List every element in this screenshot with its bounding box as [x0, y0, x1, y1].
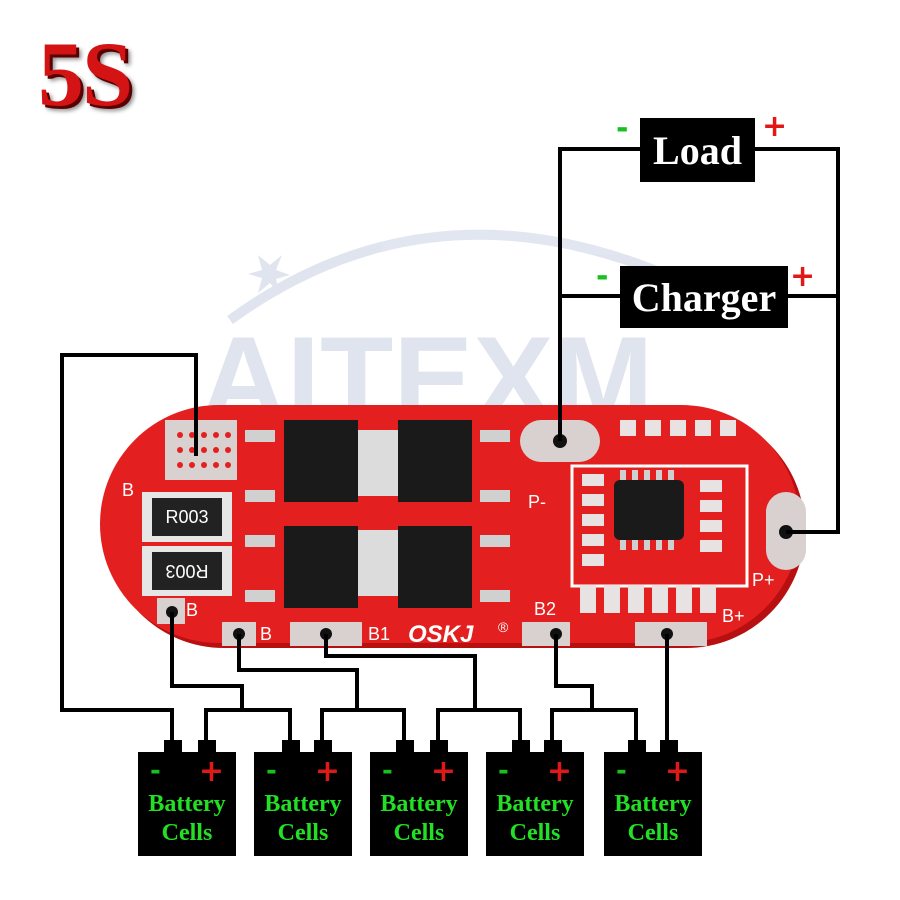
label-b-plus: B+: [722, 606, 745, 626]
load-label: Load: [653, 127, 742, 173]
resistor-bottom-label: R003: [165, 561, 208, 581]
pcb-board: R003 R003: [100, 405, 806, 648]
wire-b-to-cell1-minus: [60, 353, 198, 752]
wire-pad-b1: [324, 634, 477, 710]
wire-pad-b: [237, 634, 359, 710]
cell-plus-sign: +: [314, 754, 340, 789]
cell-minus-sign: -: [150, 756, 161, 786]
label-b1: B1: [368, 624, 390, 644]
wire-cell4-plus-cell5-minus: [550, 708, 638, 752]
label-b2: B2: [534, 599, 556, 619]
cell-minus-sign: -: [266, 756, 277, 786]
wire-cell2-plus-cell3-minus: [320, 708, 406, 752]
cell-plus-sign: +: [664, 754, 690, 789]
label-b-bottom: B: [260, 624, 272, 644]
charger-label: Charger: [631, 274, 777, 320]
load-minus-sign: -: [616, 111, 629, 146]
charger-minus-sign: -: [596, 259, 609, 294]
cell-minus-sign: -: [382, 756, 393, 786]
label-p-plus: P+: [752, 570, 775, 590]
wires: [60, 147, 840, 752]
mosfet-2: [398, 420, 472, 502]
load-box: Load: [640, 118, 755, 182]
registered-mark: ®: [498, 619, 509, 635]
wire-load-plus: [755, 147, 840, 534]
label-b-left: B: [186, 600, 198, 620]
wire-pad-b-left: [170, 612, 244, 710]
page-title: 5S: [38, 23, 133, 125]
mosfet-1: [284, 420, 358, 502]
mosfet-3: [284, 526, 358, 608]
brand-logo: OSKJ: [408, 621, 474, 648]
wire-cell3-plus-cell4-minus: [436, 708, 522, 752]
cell-plus-sign: +: [198, 754, 224, 789]
load-plus-sign: +: [762, 109, 788, 144]
pad-b2: [522, 622, 570, 646]
label-b-top: B: [122, 480, 134, 500]
cell-plus-sign: +: [430, 754, 456, 789]
wire-load-minus: [558, 147, 640, 441]
cell-minus-sign: -: [616, 756, 627, 786]
wire-pad-b2: [554, 634, 594, 710]
wire-cell1-plus-cell2-minus: [204, 708, 292, 752]
cell-plus-sign: +: [546, 754, 572, 789]
label-p-minus: P-: [528, 492, 546, 512]
resistor-top-label: R003: [165, 507, 208, 527]
charger-box: Charger: [620, 266, 788, 328]
charger-plus-sign: +: [790, 259, 816, 294]
bms-ic: [614, 480, 684, 540]
mosfet-4: [398, 526, 472, 608]
cell-minus-sign: -: [498, 756, 509, 786]
